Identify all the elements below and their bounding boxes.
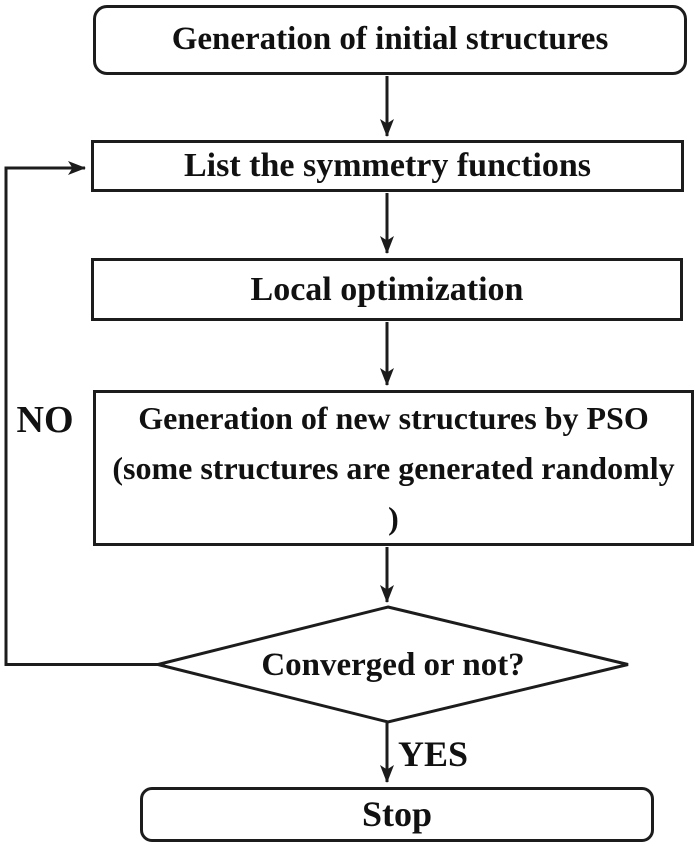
node-stop-label: Stop [361,793,433,834]
node-local-optimization: Local optimization [91,258,683,321]
node-stop: Stop [140,787,654,842]
node-decision-converged: Converged or not? [158,607,628,723]
decision-diamond-shape [157,605,629,724]
node-list-symmetry-label: List the symmetry functions [183,147,592,185]
node-decision-label: Converged or not? [261,646,525,683]
node-start: Generation of initial structures [93,5,687,75]
node-local-optimization-label: Local optimization [250,270,524,308]
node-generate-pso-label: Generation of new structures by PSO (som… [112,400,675,536]
node-list-symmetry-functions: List the symmetry functions [91,140,684,192]
edge-label-no: NO [16,399,74,441]
edge-label-yes: YES [398,734,469,774]
no-feedback-connector [4,161,158,666]
node-start-label: Generation of initial structures [171,21,609,58]
node-generate-pso: Generation of new structures by PSO (som… [93,390,694,546]
